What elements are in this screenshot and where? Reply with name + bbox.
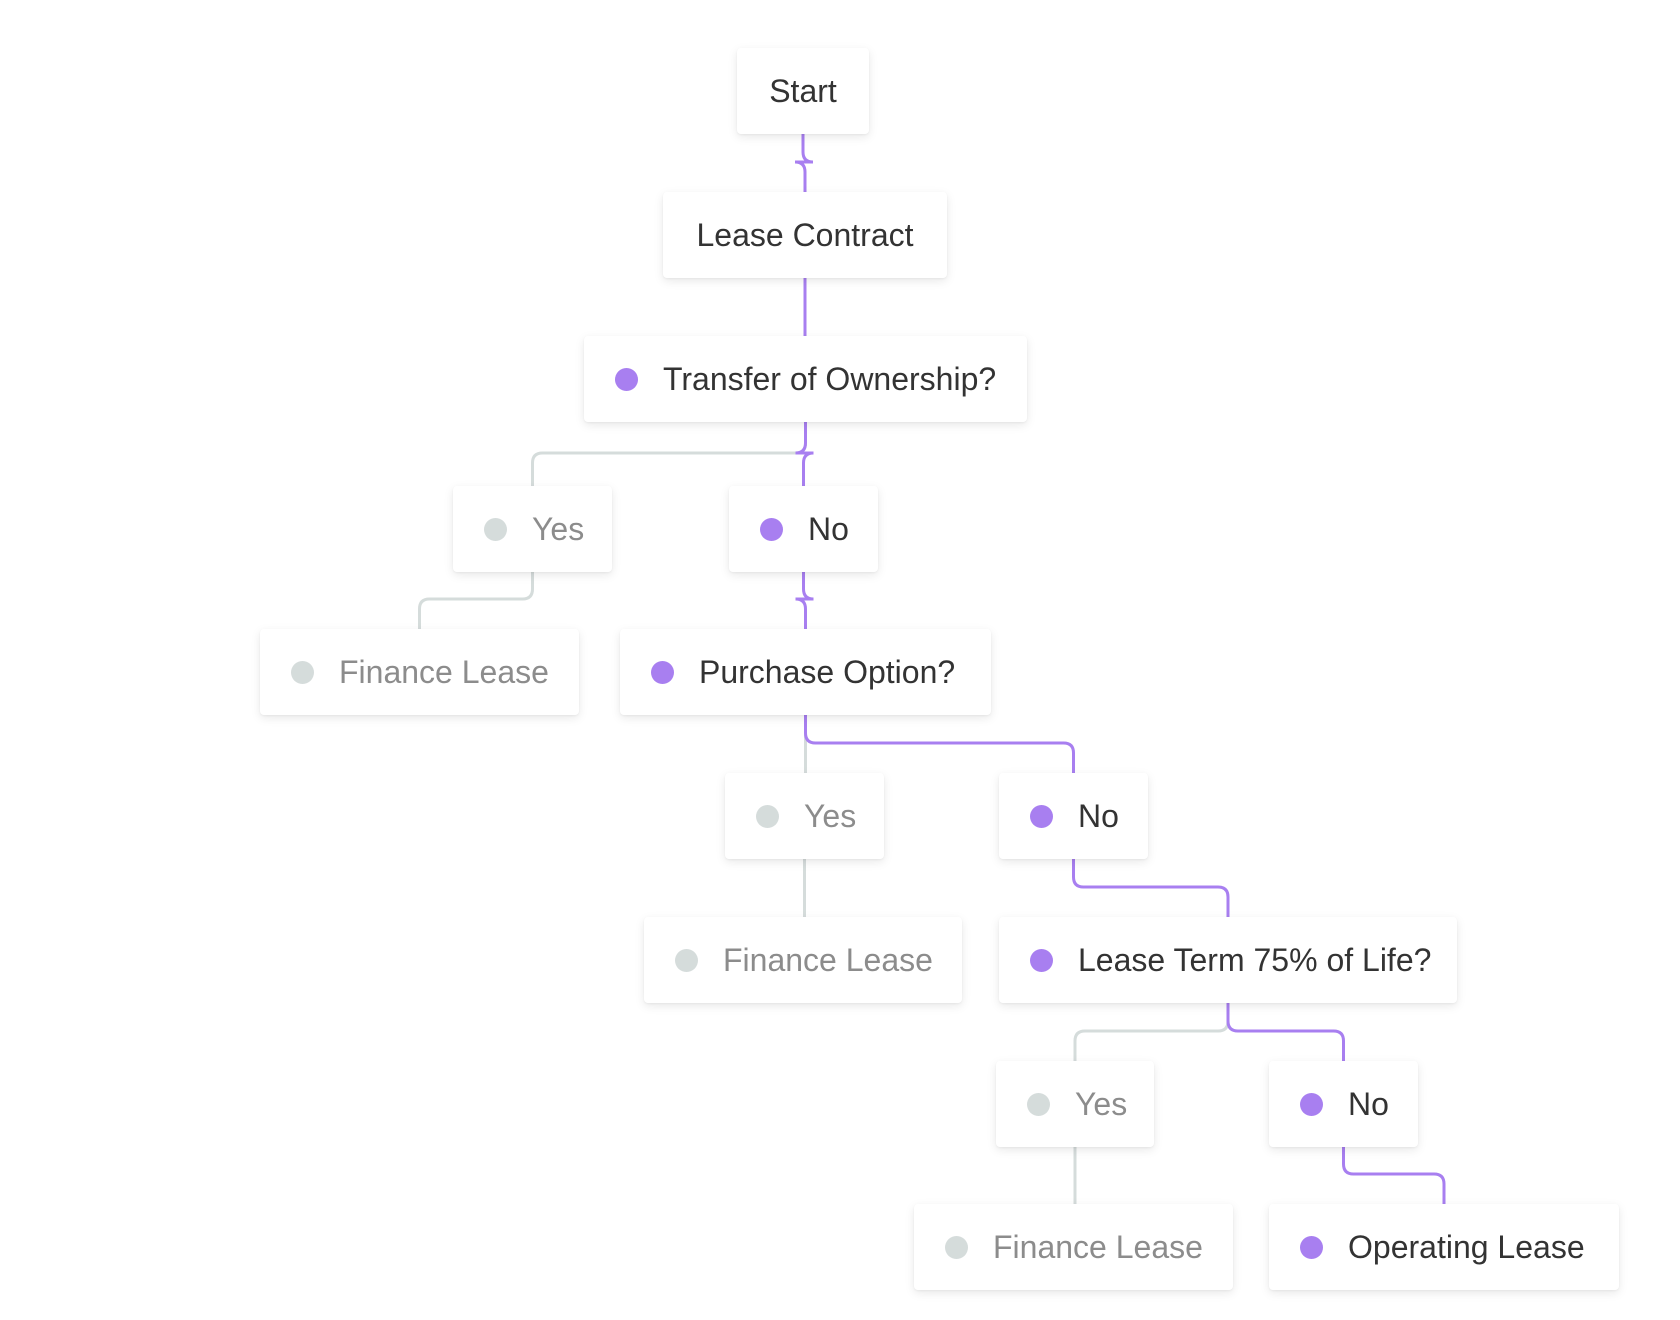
node-lease-term-no: No (1269, 1061, 1418, 1147)
node-label: No (1078, 797, 1119, 834)
connector-lease_term-to-q3_no (1226, 1003, 1345, 1061)
connector-q1_yes-to-q1_finance_lease (418, 572, 534, 629)
node-finance-lease-3: Finance Lease (914, 1204, 1233, 1290)
node-label: Finance Lease (723, 941, 933, 978)
node-label: No (1348, 1085, 1389, 1122)
node-label: Yes (1075, 1085, 1128, 1122)
node-label: Finance Lease (993, 1228, 1203, 1265)
node-label: Operating Lease (1348, 1228, 1585, 1265)
connector-transfer_of_ownership-to-q1_yes (531, 422, 807, 486)
status-dot-icon (945, 1235, 968, 1259)
node-purchase-yes: Yes (725, 773, 884, 859)
node-label: Purchase Option? (699, 653, 956, 690)
node-transfer-of-ownership: Transfer of Ownership? (584, 336, 1027, 422)
node-transfer-no: No (729, 486, 878, 572)
node-label: Yes (532, 510, 585, 547)
node-label: Transfer of Ownership? (663, 360, 997, 397)
node-purchase-option: Purchase Option? (620, 629, 991, 715)
status-dot-icon (1030, 804, 1053, 828)
status-dot-icon (1027, 1092, 1050, 1116)
node-operating-lease: Operating Lease (1269, 1204, 1619, 1290)
status-dot-icon (1300, 1092, 1323, 1116)
node-transfer-yes: Yes (453, 486, 612, 572)
status-dot-icon (291, 660, 314, 684)
node-start: Start (737, 48, 869, 134)
status-dot-icon (1300, 1235, 1323, 1259)
connector-transfer_of_ownership-to-q1_no (795, 422, 814, 486)
node-finance-lease-2: Finance Lease (644, 917, 962, 1003)
status-dot-icon (651, 660, 674, 684)
status-dot-icon (1030, 948, 1053, 972)
connector-q1_no-to-purchase_option (795, 572, 814, 629)
node-lease-term-yes: Yes (996, 1061, 1154, 1147)
connector-start-to-lease_contract (794, 134, 814, 192)
status-dot-icon (675, 948, 698, 972)
status-dot-icon (756, 804, 779, 828)
status-dot-icon (484, 517, 507, 541)
node-purchase-no: No (999, 773, 1148, 859)
node-label: Lease Term 75% of Life? (1078, 941, 1432, 978)
node-lease-contract: Lease Contract (663, 192, 947, 278)
connector-purchase_option-to-q2_no (804, 715, 1075, 773)
node-label: Finance Lease (339, 653, 549, 690)
status-dot-icon (615, 367, 638, 391)
node-label: No (808, 510, 849, 547)
node-lease-term: Lease Term 75% of Life? (999, 917, 1457, 1003)
node-label: Start (769, 72, 837, 109)
node-label: Lease Contract (696, 216, 914, 253)
status-dot-icon (760, 517, 783, 541)
connector-lease_term-to-q3_yes (1073, 1003, 1230, 1061)
connector-q2_no-to-lease_term (1072, 859, 1230, 917)
node-finance-lease-1: Finance Lease (260, 629, 579, 715)
connector-q3_no-to-operating_lease (1342, 1147, 1446, 1204)
node-label: Yes (804, 797, 857, 834)
